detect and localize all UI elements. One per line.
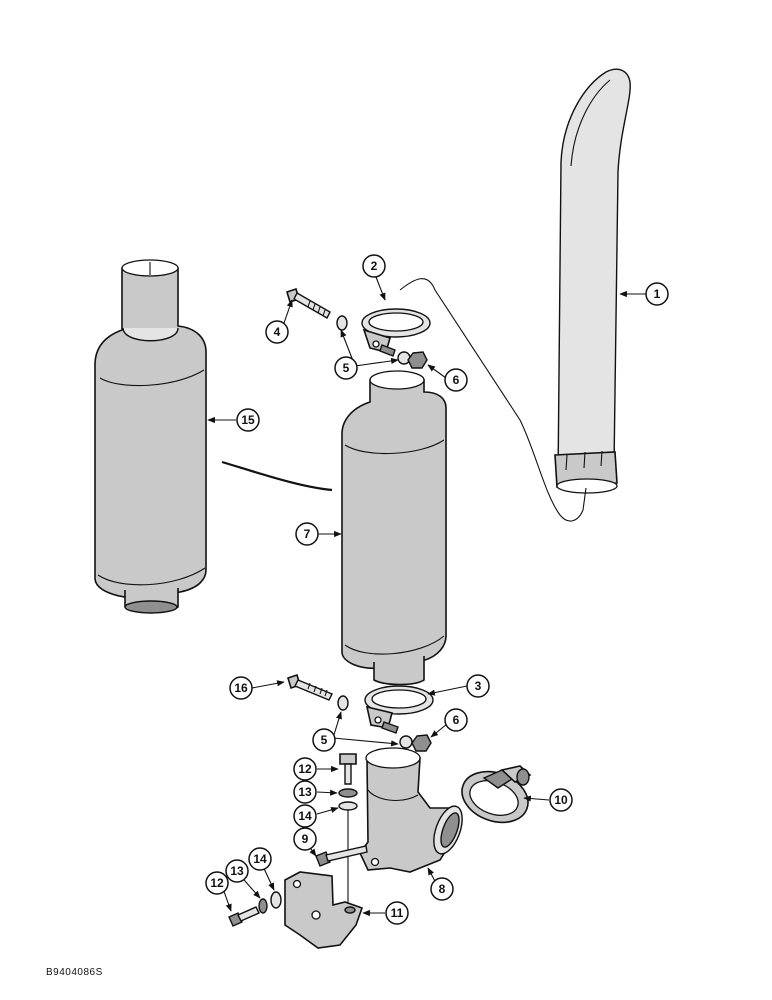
svg-text:4: 4: [274, 325, 281, 339]
bolt-12-upper: [339, 753, 357, 785]
v-band-clamp: [461, 765, 532, 824]
lower-clamp: [364, 685, 434, 734]
callout-2: 2: [362, 254, 386, 278]
callout-3: 3: [466, 674, 490, 698]
callout-13-upper: 13: [293, 780, 317, 804]
callout-6-lower: 6: [444, 708, 468, 732]
svg-text:6: 6: [453, 713, 460, 727]
svg-text:11: 11: [391, 906, 404, 920]
assembly-leader-curve: [399, 278, 587, 522]
callout-6-upper: 6: [444, 368, 468, 392]
callout-12-lower: 12: [205, 871, 229, 895]
lockwasher-13-lower: [258, 898, 268, 914]
bolt-upper: [286, 287, 331, 319]
svg-text:14: 14: [298, 809, 312, 823]
upper-clamp: [361, 308, 431, 357]
svg-text:3: 3: [475, 679, 482, 693]
svg-text:1: 1: [654, 287, 661, 301]
svg-text:10: 10: [554, 793, 568, 807]
nut-lower: [411, 734, 432, 752]
bolt-lower: [287, 673, 333, 701]
callout-4: 4: [265, 320, 289, 344]
bolt-12-lower: [228, 906, 260, 927]
callout-14-lower: 14: [248, 847, 272, 871]
callout-8: 8: [430, 877, 454, 901]
svg-text:13: 13: [298, 785, 312, 799]
svg-text:5: 5: [343, 361, 350, 375]
svg-text:14: 14: [253, 852, 267, 866]
muffler-left: [94, 259, 207, 614]
svg-text:12: 12: [210, 876, 224, 890]
callout-15: 15: [236, 408, 260, 432]
callout-5-upper: 5: [334, 356, 358, 380]
svg-text:13: 13: [230, 864, 244, 878]
callout-16: 16: [229, 676, 253, 700]
svg-text:5: 5: [321, 733, 328, 747]
svg-text:12: 12: [298, 762, 312, 776]
exhaust-elbow: [359, 747, 463, 873]
washer-lower-left: [337, 695, 349, 711]
mounting-bracket: [284, 871, 364, 949]
washer-14-upper: [338, 801, 358, 811]
svg-text:6: 6: [453, 373, 460, 387]
callout-14-upper: 14: [293, 804, 317, 828]
callout-11: 11: [385, 901, 409, 925]
reference-code: B9404086S: [46, 967, 103, 978]
callout-1: 1: [645, 282, 669, 306]
hidden-connection-curve: [221, 460, 333, 492]
washer-upper-right: [397, 351, 411, 365]
callout-13-lower: 13: [225, 859, 249, 883]
washer-14-lower: [270, 891, 282, 909]
svg-text:7: 7: [304, 527, 311, 541]
callout-12-upper: 12: [293, 757, 317, 781]
svg-text:15: 15: [241, 413, 255, 427]
svg-text:2: 2: [371, 259, 378, 273]
muffler-center: [341, 370, 447, 686]
bolt-9: [315, 845, 368, 867]
washer-lower-right: [399, 735, 413, 749]
lockwasher-13-upper: [338, 788, 358, 798]
washer-upper-left: [336, 315, 348, 331]
callout-9: 9: [293, 827, 317, 851]
svg-text:16: 16: [234, 681, 248, 695]
svg-text:8: 8: [439, 882, 446, 896]
nut-upper: [407, 351, 428, 369]
svg-text:9: 9: [302, 832, 309, 846]
callout-5-lower: 5: [312, 728, 336, 752]
callout-10: 10: [549, 788, 573, 812]
exhaust-stack-pipe: [554, 68, 631, 494]
callout-7: 7: [295, 522, 319, 546]
